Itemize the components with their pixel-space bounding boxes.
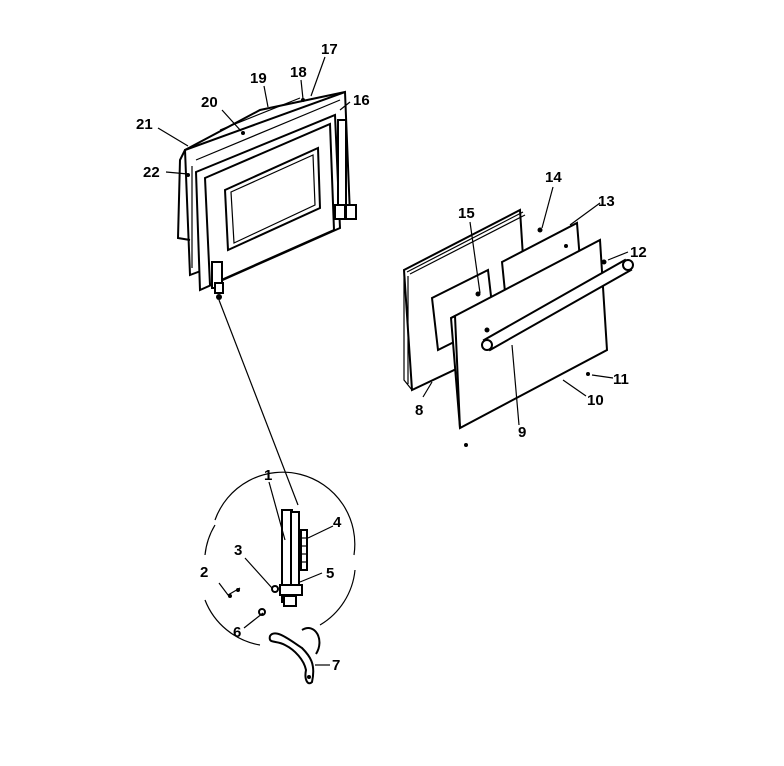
callout-11: 11 — [613, 371, 629, 388]
callout-4: 4 — [333, 514, 342, 531]
callout-8: 8 — [415, 402, 423, 419]
hinge-leader-line — [218, 299, 299, 506]
callout-leaders — [157, 56, 629, 666]
callout-6: 6 — [233, 624, 241, 641]
callout-7: 7 — [332, 657, 340, 674]
callout-2: 2 — [200, 564, 208, 581]
callout-3: 3 — [234, 542, 242, 559]
callout-10: 10 — [587, 392, 604, 409]
callout-1: 1 — [264, 467, 272, 484]
callout-18: 18 — [290, 64, 307, 81]
callout-14: 14 — [545, 169, 562, 186]
callout-17: 17 — [321, 41, 338, 58]
callout-19: 19 — [250, 70, 267, 87]
outer-door-assembly — [402, 208, 634, 447]
callout-21: 21 — [136, 116, 153, 133]
hinge-detail-view — [204, 471, 356, 685]
inner-door-frame-assembly — [176, 90, 357, 300]
callout-13: 13 — [598, 193, 615, 210]
callout-22: 22 — [143, 164, 160, 181]
callout-20: 20 — [201, 94, 218, 111]
callout-12: 12 — [630, 244, 647, 261]
callout-15: 15 — [458, 205, 475, 222]
callout-5: 5 — [326, 565, 334, 582]
callout-9: 9 — [518, 424, 526, 441]
callout-16: 16 — [353, 92, 370, 109]
